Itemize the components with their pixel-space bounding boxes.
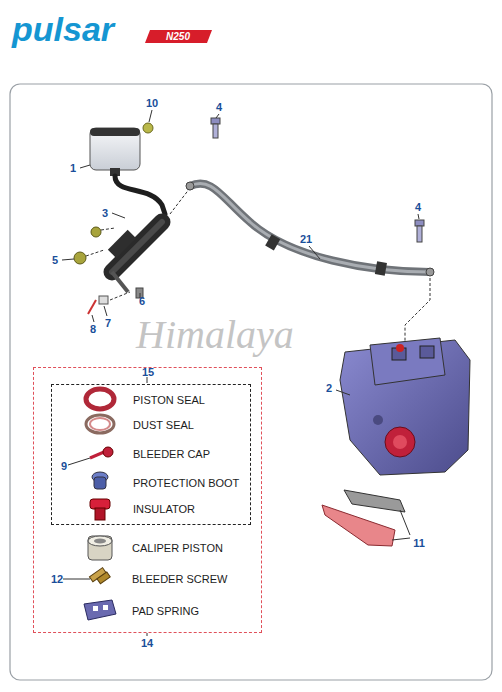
callout-number: 21 [300,233,312,246]
bolt [143,123,153,133]
callout-number: 9 [61,460,67,473]
leader-line [147,633,148,636]
part-name: INSULATOR [133,503,195,516]
leader-line [309,246,320,259]
leader-line [336,390,350,395]
kit-group-box: CALIPER PISTON 12 BLEEDER SCREW PAD SPRING 1… [33,367,262,633]
leader-line [80,165,90,168]
bolt [91,227,101,237]
bleeder-screw-icon [89,568,110,584]
insulator-icon [90,499,110,520]
banjo-bolt [415,220,424,242]
piston-seal-icon [86,389,114,409]
model-badge: N250 [166,31,190,43]
master-cylinder [108,222,162,292]
seal-kit-box: 15PISTON SEALDUST SEAL9BLEEDER CAPPROTEC… [51,384,251,525]
callout-number: 4 [216,101,222,114]
leader-line [392,510,410,540]
callout-number: 14 [141,637,153,650]
callout-number: 12 [51,573,63,586]
cotter-pin [88,300,96,314]
callout-number: 1 [70,162,76,175]
logo-badge [145,30,212,43]
brake-pads [322,490,405,546]
reservoir-hose [115,176,165,214]
page-frame [10,84,492,680]
callout-number: 7 [105,317,111,330]
leader-line [110,292,130,300]
brake-caliper [340,338,470,475]
leader-line [92,315,94,322]
callout-number: 11 [413,537,425,550]
bolt [74,252,86,264]
part-name: BLEEDER CAP [133,448,210,461]
leader-line [104,306,107,316]
leader-line [101,228,115,230]
part-name: PROTECTION BOOT [133,477,239,490]
leader-line [147,377,148,383]
part-name: CALIPER PISTON [132,542,223,555]
banjo-bolt [211,118,220,138]
reservoir [90,128,140,176]
dust-seal-icon [86,415,114,433]
leader-line [405,278,430,345]
leader-line [418,214,419,219]
bleeder-cap-icon [90,447,113,458]
leader-line [112,213,125,218]
pad-spring-icon [84,600,116,620]
protection-boot-icon [92,472,108,489]
leader-line [86,250,104,256]
clevis [99,296,108,304]
leader-line [68,458,90,465]
leader-line [216,114,219,118]
watermark: Himalaya [136,312,294,358]
leader-line [62,259,74,260]
callout-number: 15 [142,366,154,379]
brand-logo: pulsar [12,10,114,49]
callout-number: 10 [146,97,158,110]
leader-line [170,188,190,214]
part-name: PISTON SEAL [133,394,205,407]
callout-number: 8 [90,323,96,336]
brake-hose [186,182,434,276]
callout-number: 4 [415,201,421,214]
caliper-piston-icon [88,536,112,560]
part-name: BLEEDER SCREW [132,573,227,586]
leader-line [63,579,90,580]
part-name: DUST SEAL [133,419,194,432]
callout-number: 3 [102,207,108,220]
callout-number: 5 [52,254,58,267]
part-name: PAD SPRING [132,605,199,618]
leader-line [149,110,152,122]
callout-number: 6 [139,295,145,308]
callout-number: 2 [326,382,332,395]
